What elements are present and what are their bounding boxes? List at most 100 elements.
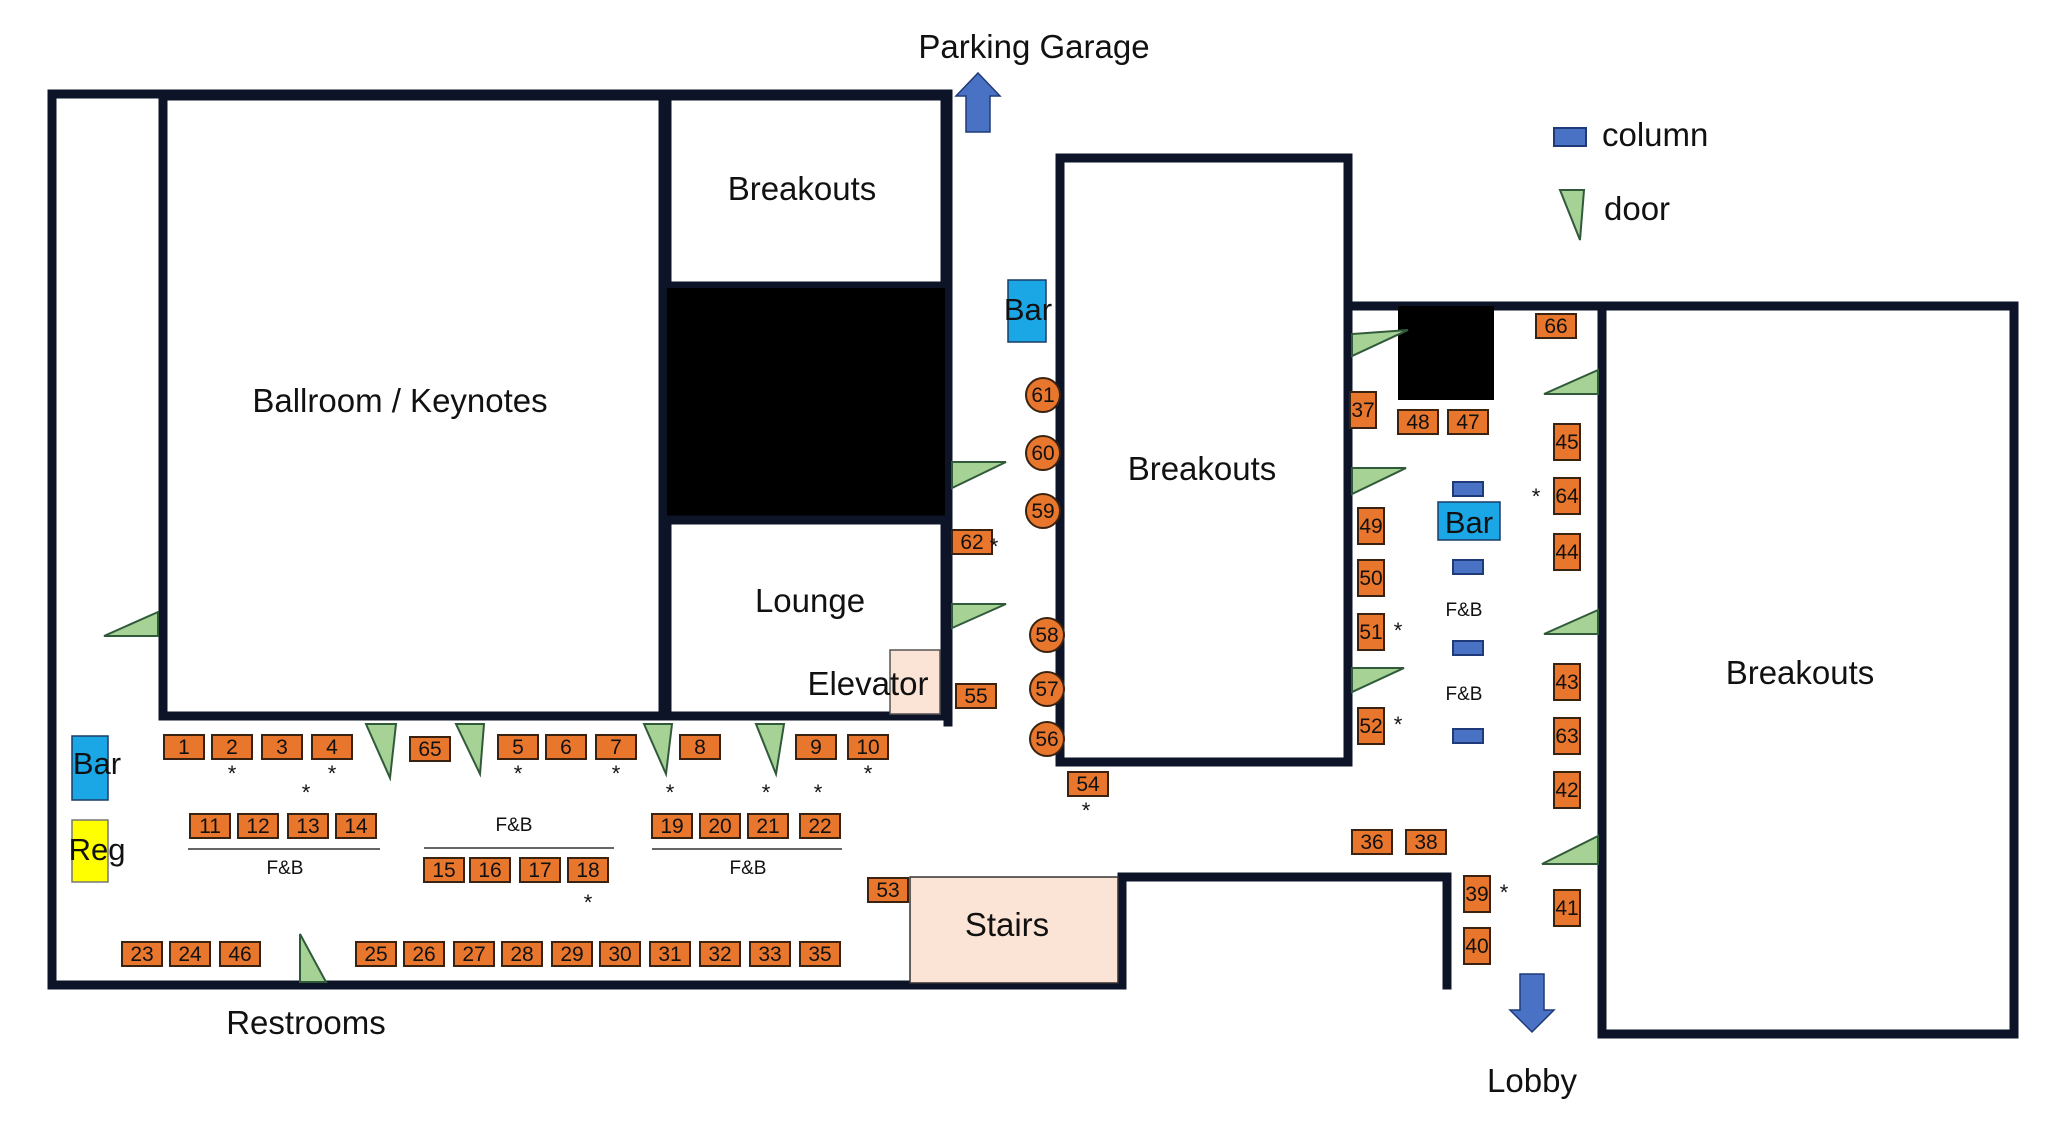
booth-65[interactable]: 65 <box>409 736 451 762</box>
booth-19[interactable]: 19* <box>651 780 693 839</box>
booth-number: 30 <box>608 943 631 966</box>
booth-number: 24 <box>178 943 202 966</box>
booth-30[interactable]: 30 <box>599 941 641 967</box>
reg-desk <box>71 819 109 883</box>
booth-46[interactable]: 46 <box>219 941 261 967</box>
bar-right-label: Bar <box>1445 505 1493 540</box>
booth-23[interactable]: 23 <box>121 941 163 967</box>
booth-44[interactable]: 44 <box>1553 533 1581 571</box>
booth-37[interactable]: 37 <box>1349 391 1377 429</box>
booth-50[interactable]: 50 <box>1357 559 1385 597</box>
booth-number: 8 <box>694 736 706 759</box>
booth-55[interactable]: 55 <box>955 683 997 709</box>
booth-number: 44 <box>1555 541 1579 564</box>
booth-53[interactable]: 53 <box>867 877 909 903</box>
booth-10[interactable]: 10* <box>847 734 889 786</box>
star-marker: * <box>514 761 523 786</box>
booth-25[interactable]: 25 <box>355 941 397 967</box>
booth-12[interactable]: 12 <box>237 813 279 839</box>
booth-47[interactable]: 47 <box>1447 409 1489 435</box>
booth-66[interactable]: 66 <box>1535 313 1577 339</box>
booth-number: 55 <box>964 685 987 708</box>
breakouts-top-label: Breakouts <box>728 170 877 207</box>
booth-5[interactable]: 5* <box>497 734 539 786</box>
booth-54[interactable]: 54* <box>1067 771 1109 823</box>
booth-52[interactable]: 52* <box>1357 707 1403 745</box>
booth-45[interactable]: 45 <box>1553 423 1581 461</box>
booth-48[interactable]: 48 <box>1397 409 1439 435</box>
booth-number: 15 <box>432 859 455 882</box>
booth-41[interactable]: 41 <box>1553 889 1581 927</box>
booth-29[interactable]: 29 <box>551 941 593 967</box>
booth-4[interactable]: 4* <box>311 734 353 786</box>
booth-6[interactable]: 6 <box>545 734 587 760</box>
booth-15[interactable]: 15 <box>423 857 465 883</box>
booth-number: 47 <box>1456 411 1479 434</box>
booth-32[interactable]: 32 <box>699 941 741 967</box>
booth-22[interactable]: 22* <box>799 780 841 839</box>
door-3 <box>454 723 486 778</box>
column-3 <box>1452 640 1484 656</box>
booth-number: 1 <box>178 736 190 759</box>
star-marker: * <box>612 761 621 786</box>
star-marker: * <box>666 780 675 805</box>
booth-28[interactable]: 28 <box>501 941 543 967</box>
booth-number: 18 <box>576 859 599 882</box>
booth-60[interactable]: 60 <box>1025 435 1061 471</box>
booth-17[interactable]: 17 <box>519 857 561 883</box>
booth-number: 62 <box>960 531 983 554</box>
booth-62[interactable]: 62* <box>951 529 999 559</box>
star-marker: * <box>1532 484 1541 509</box>
booth-3[interactable]: 3 <box>261 734 303 760</box>
booth-8[interactable]: 8 <box>679 734 721 760</box>
booth-51[interactable]: 51* <box>1357 613 1403 651</box>
booth-number: 39 <box>1465 883 1488 906</box>
booth-number: 5 <box>512 736 524 759</box>
booth-9[interactable]: 9 <box>795 734 837 760</box>
booth-11[interactable]: 11 <box>189 813 231 839</box>
booth-39[interactable]: 39* <box>1463 875 1509 913</box>
door-14 <box>1541 834 1599 865</box>
booth-42[interactable]: 42 <box>1553 771 1581 809</box>
booth-number: 7 <box>610 736 622 759</box>
restrooms-label: Restrooms <box>226 1004 386 1041</box>
booth-number: 65 <box>418 738 441 761</box>
booth-26[interactable]: 26 <box>403 941 445 967</box>
booth-24[interactable]: 24 <box>169 941 211 967</box>
legend-column-icon <box>1553 127 1587 147</box>
booth-7[interactable]: 7* <box>595 734 637 786</box>
booth-16[interactable]: 16 <box>469 857 511 883</box>
booth-number: 3 <box>276 736 288 759</box>
booth-49[interactable]: 49 <box>1357 507 1385 545</box>
booth-38[interactable]: 38 <box>1405 829 1447 855</box>
booth-36[interactable]: 36 <box>1351 829 1393 855</box>
door-8 <box>951 603 1007 630</box>
booth-18[interactable]: 18 * <box>567 857 609 915</box>
booth-20[interactable]: 20 <box>699 813 741 839</box>
star-marker: * <box>584 890 593 915</box>
booth-33[interactable]: 33 <box>749 941 791 967</box>
booth-56[interactable]: 56 <box>1029 721 1065 757</box>
booth-1[interactable]: 1 <box>163 734 205 760</box>
booth-number: 35 <box>808 943 831 966</box>
booth-21[interactable]: 21* <box>747 780 789 839</box>
booth-31[interactable]: 31 <box>649 941 691 967</box>
booth-2[interactable]: 2* <box>211 734 253 786</box>
star-marker: * <box>228 761 237 786</box>
booth-35[interactable]: 35 <box>799 941 841 967</box>
booth-13[interactable]: 13* <box>287 780 329 839</box>
booth-57[interactable]: 57 <box>1029 671 1065 707</box>
booth-58[interactable]: 58 <box>1029 617 1065 653</box>
booth-40[interactable]: 40 <box>1463 927 1491 965</box>
booth-27[interactable]: 27 <box>453 941 495 967</box>
booth-14[interactable]: 14 <box>335 813 377 839</box>
door-10 <box>1351 467 1407 496</box>
booth-59[interactable]: 59 <box>1025 493 1061 529</box>
booth-number: 38 <box>1414 831 1437 854</box>
booth-64[interactable]: 64* <box>1532 477 1581 515</box>
booth-number: 23 <box>130 943 153 966</box>
booth-61[interactable]: 61 <box>1025 377 1061 413</box>
booth-43[interactable]: 43 <box>1553 663 1581 701</box>
booth-63[interactable]: 63 <box>1553 717 1581 755</box>
